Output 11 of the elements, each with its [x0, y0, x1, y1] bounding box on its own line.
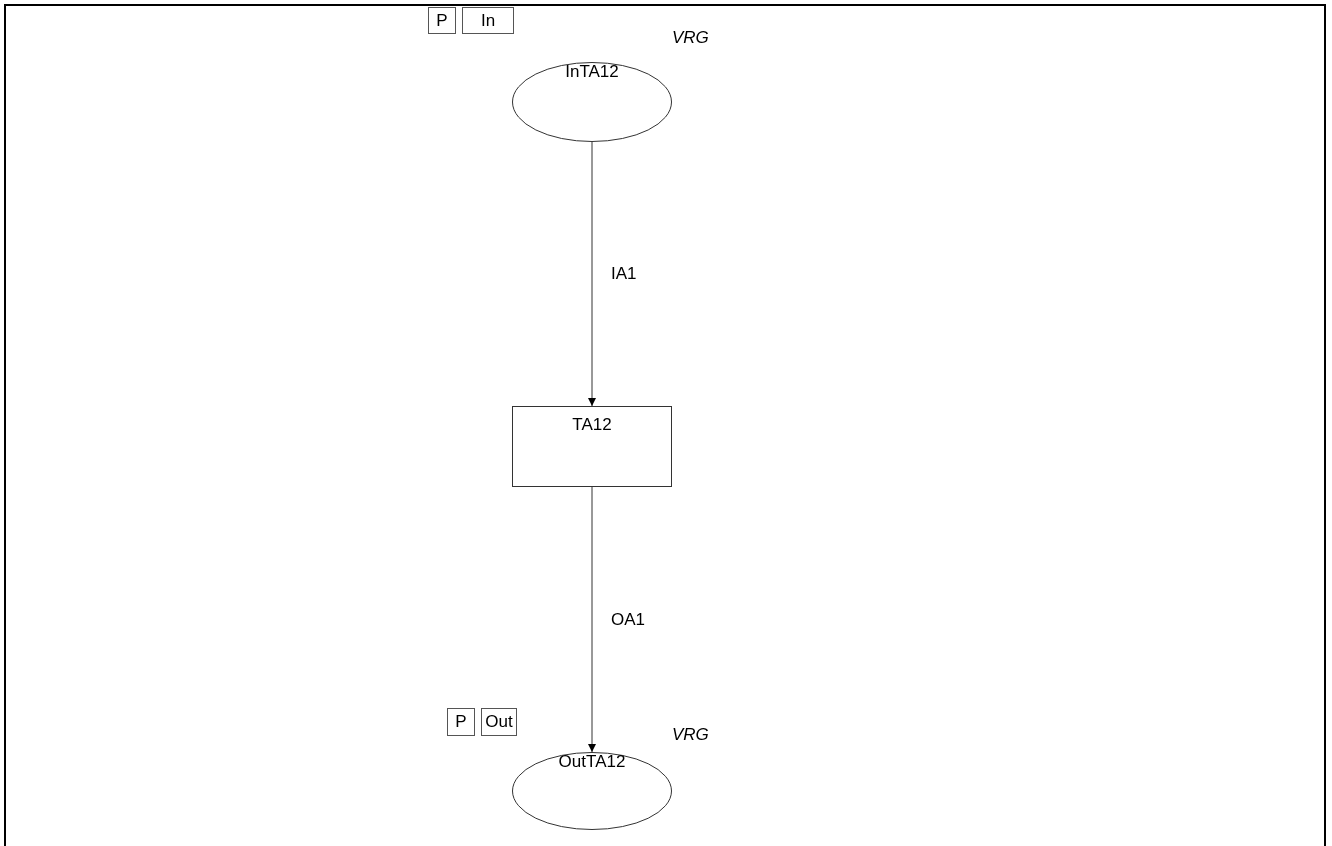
transition-box: TA12 [512, 406, 672, 487]
tag-box: P [447, 708, 475, 736]
tag-box: In [462, 7, 514, 34]
tag-box: P [428, 7, 456, 34]
tag-box: Out [481, 708, 517, 736]
arc-arrow [588, 486, 596, 753]
arc-arrow [588, 141, 596, 407]
type-label: VRG [672, 28, 709, 48]
place-ellipse: OutTA12 [512, 752, 672, 830]
place-ellipse: InTA12 [512, 62, 672, 142]
type-label: VRG [672, 725, 709, 745]
